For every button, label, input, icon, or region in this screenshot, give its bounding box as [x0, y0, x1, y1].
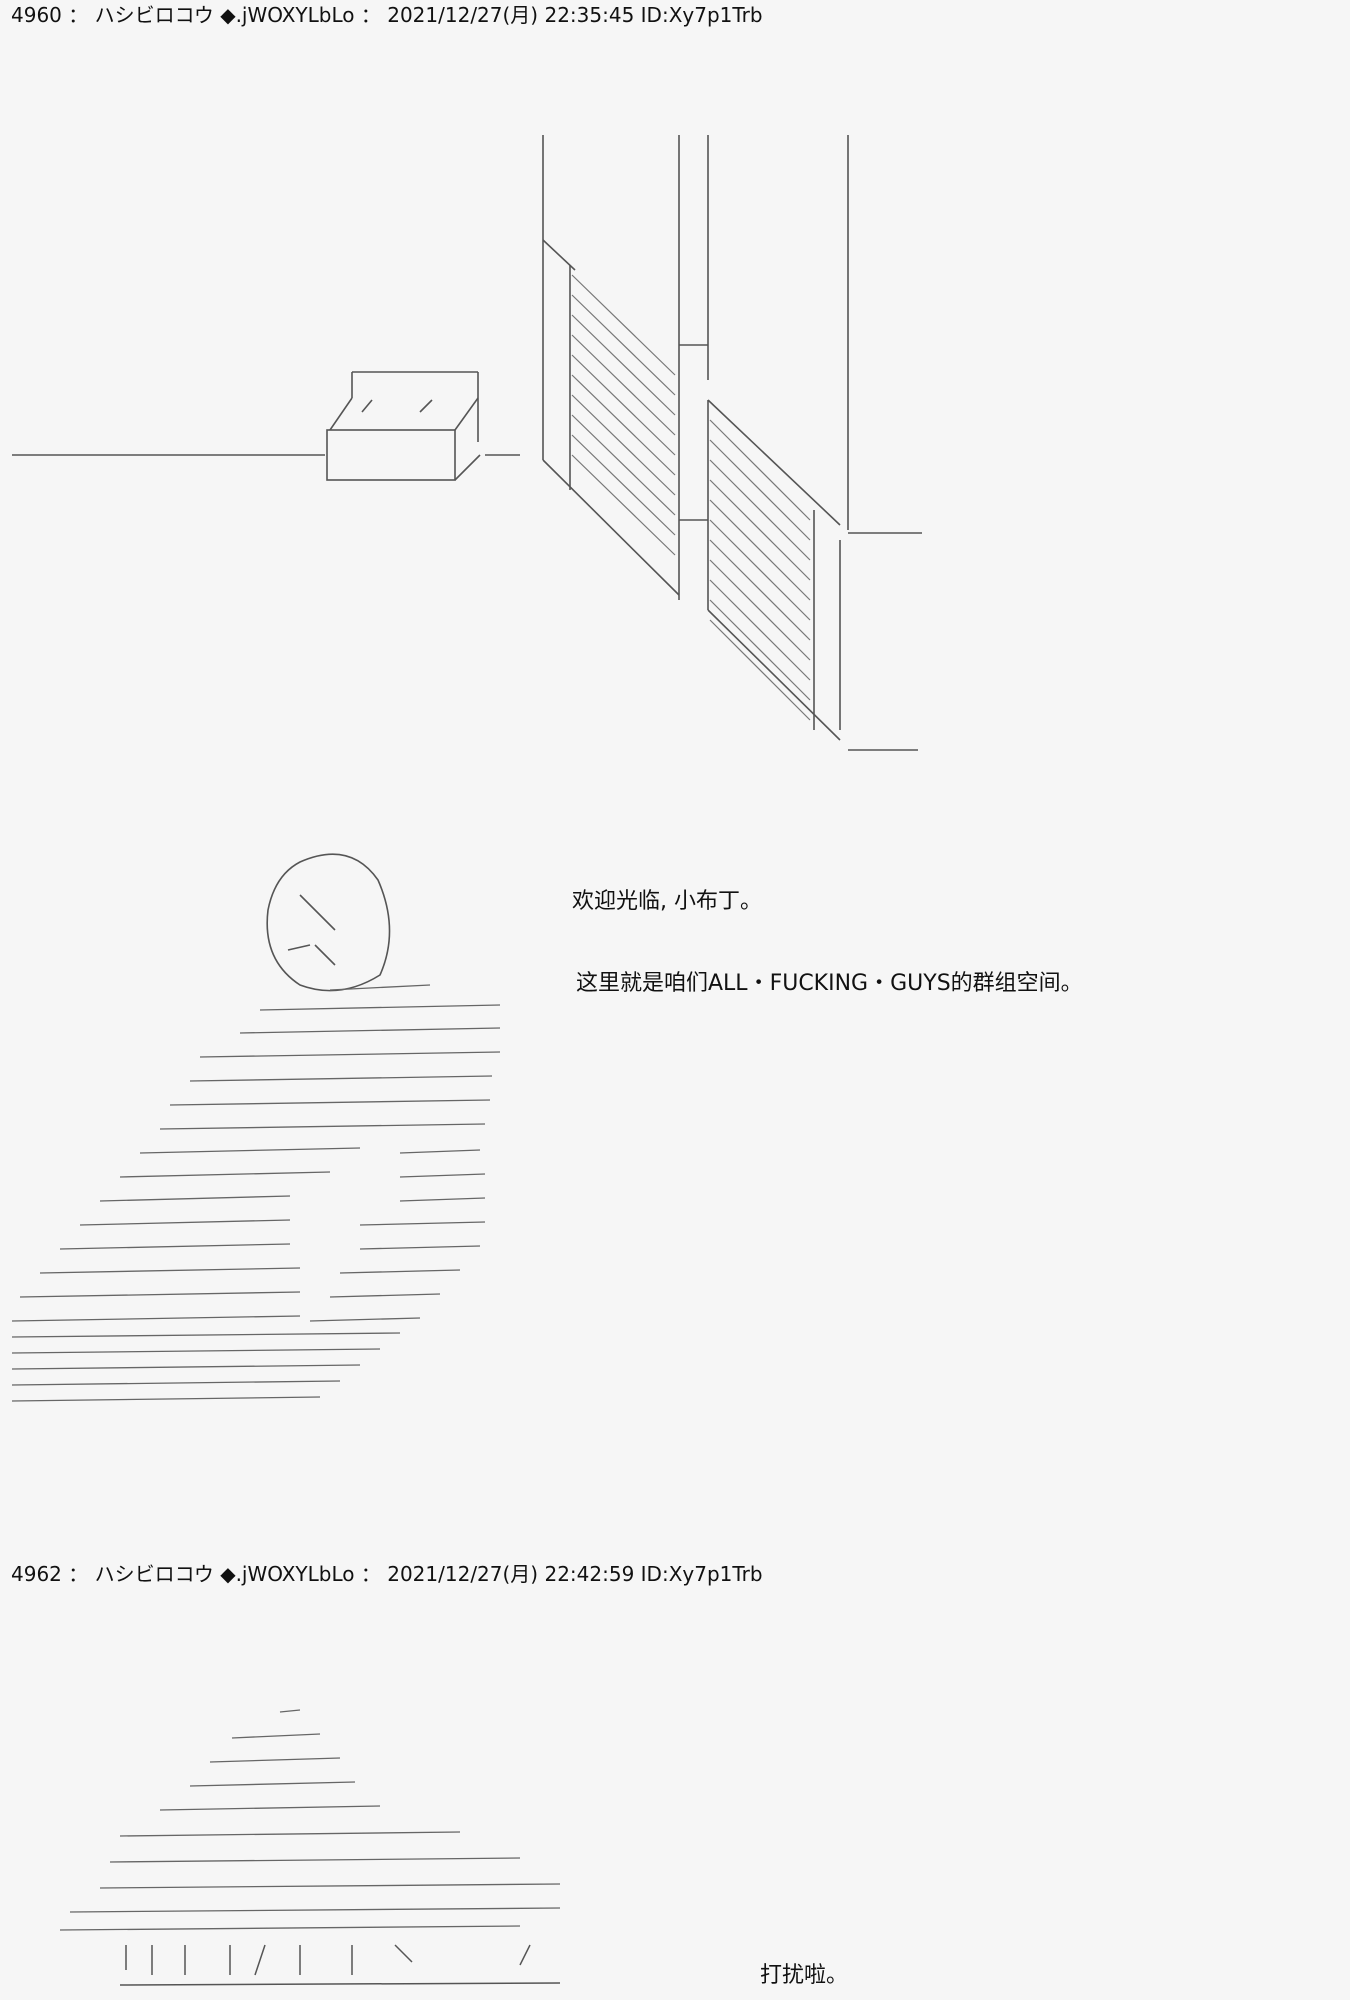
post-date: 2021/12/27(月) 22:35:45: [387, 3, 635, 27]
poster-name: ハシビロコウ: [94, 1562, 214, 1586]
dialog-line: 这里就是咱们ALL・FUCKING・GUYS的群组空间。: [576, 971, 1083, 996]
post-header: 4962 ： ハシビロコウ ◆.jWOXYLbLo ： 2021/12/27(月…: [11, 1561, 763, 1587]
poster-trip: ◆.jWOXYLbLo: [220, 3, 355, 27]
post-number: 4960: [11, 3, 62, 27]
post-header: 4960 ： ハシビロコウ ◆.jWOXYLbLo ： 2021/12/27(月…: [11, 2, 763, 28]
poster-name: ハシビロコウ: [94, 3, 214, 27]
poster-id: ID:Xy7p1Trb: [640, 3, 763, 27]
separator: ：: [68, 1562, 89, 1586]
separator: ：: [68, 3, 89, 27]
poster-id: ID:Xy7p1Trb: [640, 1562, 763, 1586]
poster-trip: ◆.jWOXYLbLo: [220, 1562, 355, 1586]
dialog-line: 打扰啦。: [760, 1963, 849, 1988]
separator: ：: [360, 1562, 381, 1586]
post-number: 4962: [11, 1562, 62, 1586]
separator: ：: [360, 3, 381, 27]
dialog-line: 欢迎光临, 小布丁。: [572, 889, 762, 914]
post-date: 2021/12/27(月) 22:42:59: [387, 1562, 635, 1586]
